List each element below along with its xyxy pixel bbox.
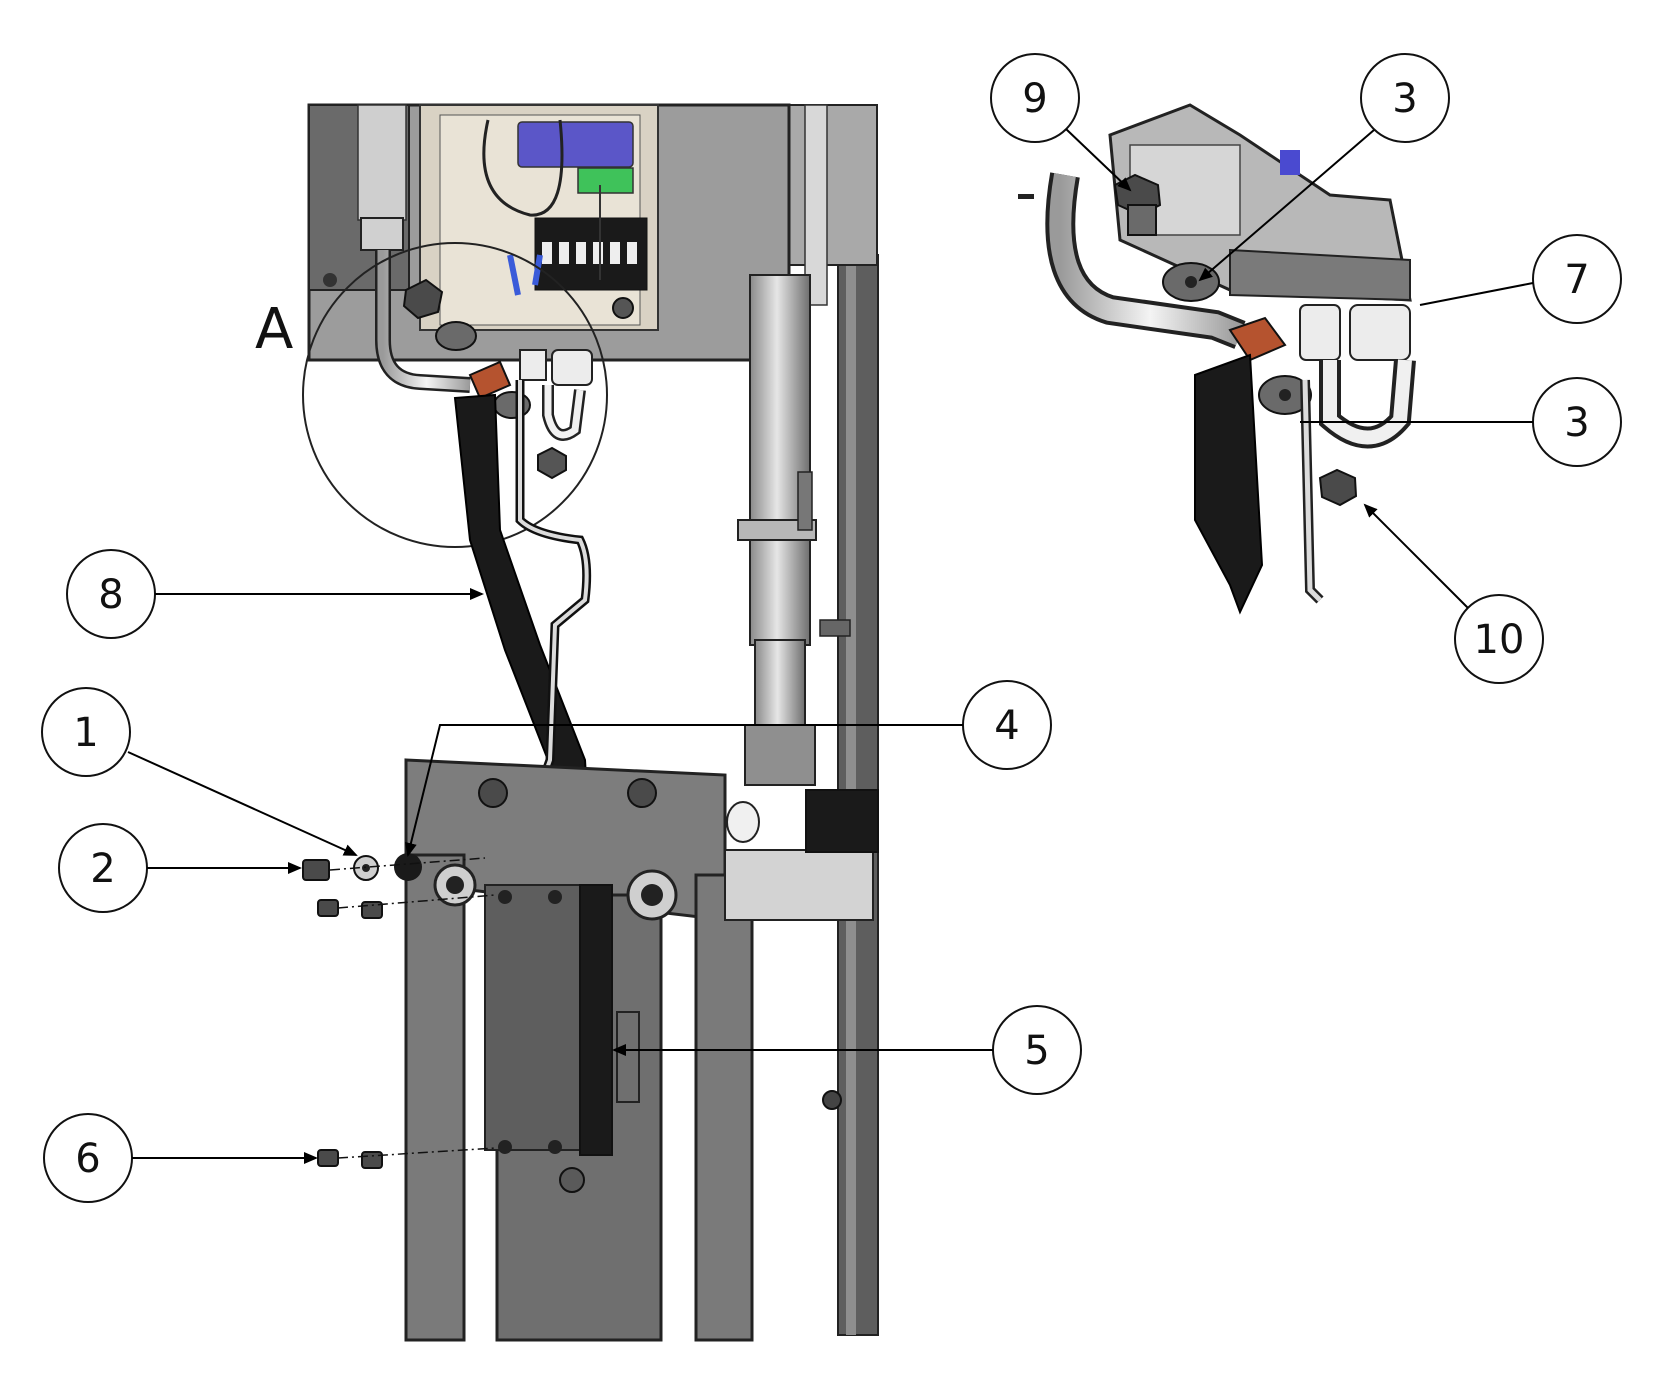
copper-lug — [1228, 316, 1287, 362]
callout-3b-label: 3 — [1564, 400, 1589, 446]
callout-2-label: 2 — [90, 846, 115, 892]
hex-nut — [1318, 468, 1358, 507]
flat-washer — [394, 853, 422, 881]
callout-7-label: 7 — [1564, 257, 1589, 303]
callout-5-label: 5 — [1024, 1028, 1049, 1074]
copper-lug — [468, 360, 512, 400]
callout-6: 6 — [43, 1113, 318, 1203]
callout-6-label: 6 — [75, 1136, 100, 1182]
callout-4-label: 4 — [994, 703, 1019, 749]
cap-screw — [317, 899, 339, 917]
hex-bolt — [402, 278, 444, 320]
detail-circle-a — [302, 242, 608, 548]
callout-1-label: 1 — [73, 710, 98, 756]
washer — [493, 391, 531, 419]
callout-8-label: 8 — [98, 572, 123, 618]
ground-strap — [1194, 353, 1264, 615]
cap-screw — [361, 1151, 383, 1169]
callout-3-top: 3 — [1198, 53, 1450, 282]
cap-screw — [317, 1149, 339, 1167]
hex-nut — [537, 446, 567, 480]
detail-label-a: A — [255, 297, 293, 362]
callout-8: 8 — [66, 549, 484, 639]
callout-10-label: 10 — [1474, 617, 1525, 663]
callout-3a-label: 3 — [1392, 76, 1417, 122]
callout-10: 10 — [1363, 503, 1544, 684]
main-view: A — [255, 103, 879, 1342]
callout-9-label: 9 — [1022, 76, 1047, 122]
callout-4: 4 — [405, 680, 1052, 857]
washer — [435, 321, 477, 351]
callout-9: 9 — [990, 53, 1132, 192]
green-terminal — [577, 167, 634, 194]
hex-screw — [302, 859, 330, 881]
earth-bar — [484, 884, 640, 1193]
callout-1: 1 — [41, 687, 358, 856]
callout-7: 7 — [1419, 234, 1622, 324]
callout-2: 2 — [58, 823, 302, 913]
detail-view — [1018, 103, 1416, 615]
lift-cylinder — [737, 274, 851, 786]
blue-module — [517, 121, 634, 168]
callout-5: 5 — [612, 1005, 1082, 1095]
cable-glands — [360, 217, 634, 480]
fasteners — [302, 853, 496, 1169]
callouts: 1 2 4 5 6 8 — [41, 53, 1622, 1203]
callout-3-bottom: 3 — [1300, 377, 1622, 467]
